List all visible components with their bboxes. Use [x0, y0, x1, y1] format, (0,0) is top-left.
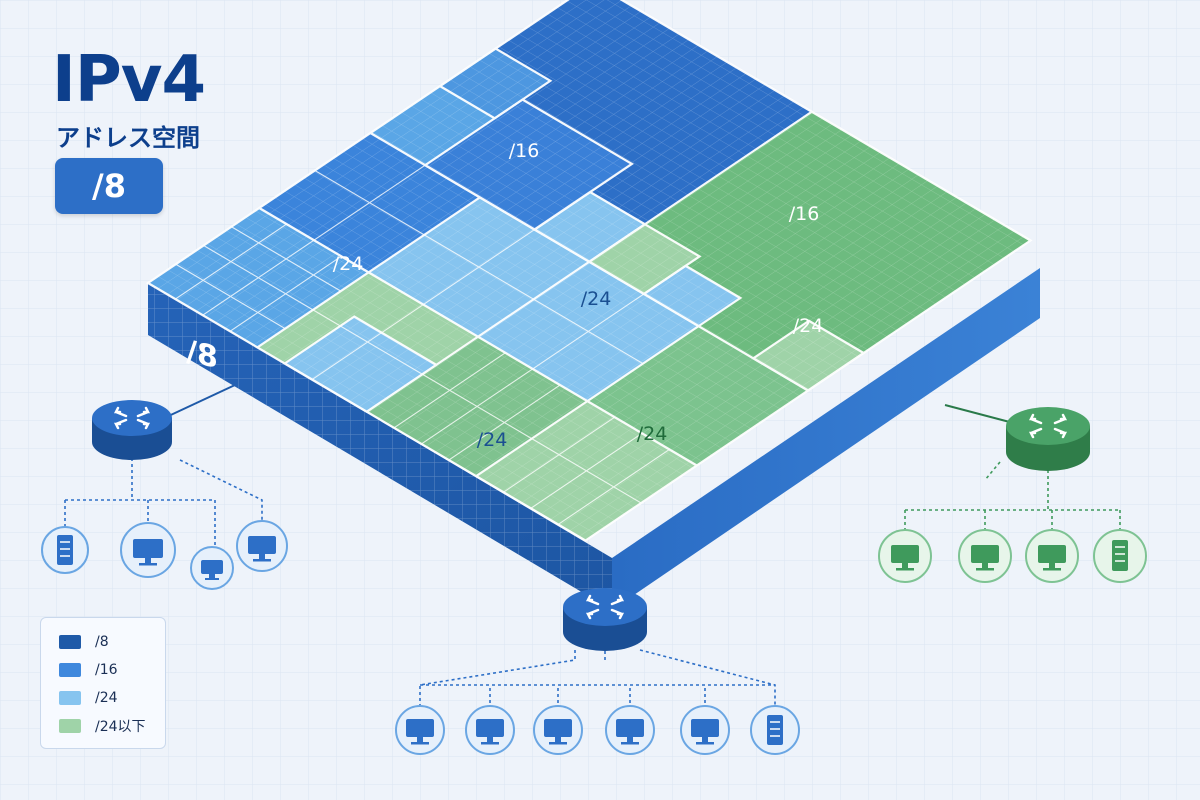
monitor-icon [691, 719, 719, 745]
device-bottom-6[interactable] [750, 705, 800, 755]
block-right-face [612, 268, 1040, 610]
legend-swatch [59, 719, 81, 733]
router-left[interactable] [92, 400, 172, 460]
device-left-1[interactable] [41, 526, 89, 574]
page-title: IPv4 [52, 43, 206, 117]
device-left-3[interactable] [190, 546, 234, 590]
legend-label: /24 [95, 690, 118, 706]
label-24-right: /24 [793, 315, 824, 337]
device-right-4[interactable] [1093, 529, 1147, 583]
router-icon [1028, 413, 1068, 439]
label-24-lower-left: /24 [477, 429, 508, 451]
server-icon [57, 535, 73, 565]
monitor-icon [891, 545, 919, 571]
monitor-icon [971, 545, 999, 571]
device-bottom-4[interactable] [605, 705, 655, 755]
device-bottom-1[interactable] [395, 705, 445, 755]
monitor-icon [476, 719, 504, 745]
device-left-4[interactable] [236, 520, 288, 572]
router-icon [585, 594, 625, 620]
device-right-3[interactable] [1025, 529, 1079, 583]
label-24-left: /24 [333, 253, 364, 275]
prefix-badge: /8 [55, 158, 163, 214]
monitor-icon [406, 719, 434, 745]
monitor-icon [248, 536, 276, 562]
block-top-face [145, 0, 1033, 542]
label-24-lower-right: /24 [637, 423, 668, 445]
legend-item-24-below: /24以下 [59, 716, 146, 736]
server-icon [1112, 540, 1128, 571]
bottom-devices [395, 705, 800, 755]
label-24-center: /24 [581, 288, 612, 310]
page-subtitle: アドレス空間 [56, 124, 200, 152]
left-uplink [159, 384, 236, 421]
router-icon [113, 406, 151, 430]
device-right-2[interactable] [958, 529, 1012, 583]
monitor-icon [544, 719, 572, 745]
left-devices [41, 520, 288, 590]
label-16-right: /16 [789, 203, 820, 225]
legend-swatch [59, 663, 81, 677]
bottom-network-links [419, 645, 776, 705]
server-icon [767, 715, 783, 745]
legend-item-24: /24 [59, 688, 118, 708]
device-bottom-2[interactable] [465, 705, 515, 755]
legend-item-16: /16 [59, 660, 118, 680]
block-labels: /16 /16 /24 /24 /24 /24 /24 [333, 140, 824, 451]
device-right-1[interactable] [878, 529, 932, 583]
right-devices [878, 529, 1147, 583]
block-side-label: /8 [186, 334, 218, 376]
monitor-icon [201, 560, 223, 580]
device-bottom-3[interactable] [533, 705, 583, 755]
legend-label: /8 [95, 634, 109, 650]
device-bottom-5[interactable] [680, 705, 730, 755]
legend: /8 /16 /24 /24以下 [40, 617, 166, 749]
router-bottom[interactable] [563, 588, 647, 651]
monitor-icon [133, 539, 163, 566]
legend-swatch [59, 635, 81, 649]
monitor-icon [1038, 545, 1066, 571]
label-16-top: /16 [509, 140, 540, 162]
right-network-links [904, 461, 1121, 530]
router-right[interactable] [1006, 407, 1090, 471]
legend-label: /16 [95, 662, 118, 678]
legend-item-8: /8 [59, 632, 109, 652]
legend-swatch [59, 691, 81, 705]
device-left-2[interactable] [120, 522, 176, 578]
monitor-icon [616, 719, 644, 745]
legend-label: /24以下 [95, 719, 146, 735]
